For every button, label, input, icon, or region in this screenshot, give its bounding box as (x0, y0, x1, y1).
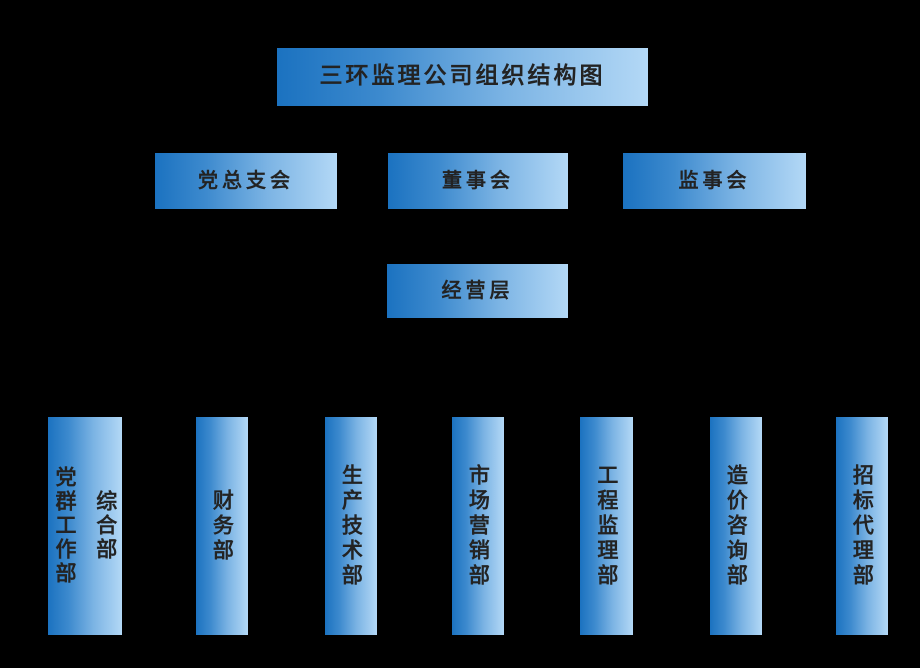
org-node-dept-general-affairs[interactable]: 综合部 党群工作部 (48, 417, 122, 635)
dept-label-group: 市场营销部 (466, 427, 491, 625)
org-node-dept-general-affairs-label-2: 党群工作部 (53, 466, 77, 586)
org-node-party-branch-label: 党总支会 (198, 168, 294, 193)
org-node-board-directors-label: 董事会 (442, 168, 514, 193)
dept-label-group: 生产技术部 (339, 427, 364, 625)
dept-label-group: 工程监理部 (594, 427, 619, 625)
org-node-party-branch[interactable]: 党总支会 (155, 153, 337, 209)
org-node-title-label: 三环监理公司组织结构图 (319, 63, 606, 90)
dept-label-group: 综合部 党群工作部 (52, 427, 118, 625)
org-node-board-supervisors-label: 监事会 (678, 168, 751, 193)
org-node-management[interactable]: 经营层 (387, 264, 568, 318)
org-node-dept-engineering-supervision-label: 工程监理部 (594, 463, 619, 589)
dept-label-group: 招标代理部 (850, 427, 875, 625)
org-node-dept-bidding-agency-label: 招标代理部 (850, 463, 875, 589)
org-node-dept-finance[interactable]: 财务部 (196, 417, 248, 635)
org-node-dept-finance-label: 财务部 (210, 488, 235, 564)
org-node-dept-engineering-supervision[interactable]: 工程监理部 (580, 417, 633, 635)
org-node-board-supervisors[interactable]: 监事会 (623, 153, 806, 209)
org-node-dept-production-tech-label: 生产技术部 (339, 463, 364, 589)
org-node-board-directors[interactable]: 董事会 (388, 153, 568, 209)
dept-label-group: 造价咨询部 (724, 427, 749, 625)
org-node-dept-cost-consulting-label: 造价咨询部 (724, 463, 749, 589)
org-node-dept-bidding-agency[interactable]: 招标代理部 (836, 417, 888, 635)
org-node-management-label: 经营层 (441, 278, 514, 303)
org-node-dept-production-tech[interactable]: 生产技术部 (325, 417, 377, 635)
org-node-dept-cost-consulting[interactable]: 造价咨询部 (710, 417, 762, 635)
org-node-dept-marketing[interactable]: 市场营销部 (452, 417, 504, 635)
org-node-dept-general-affairs-label-1: 综合部 (93, 490, 118, 562)
dept-label-group: 财务部 (210, 427, 235, 625)
org-node-dept-marketing-label: 市场营销部 (466, 463, 491, 589)
org-node-title[interactable]: 三环监理公司组织结构图 (277, 48, 648, 106)
